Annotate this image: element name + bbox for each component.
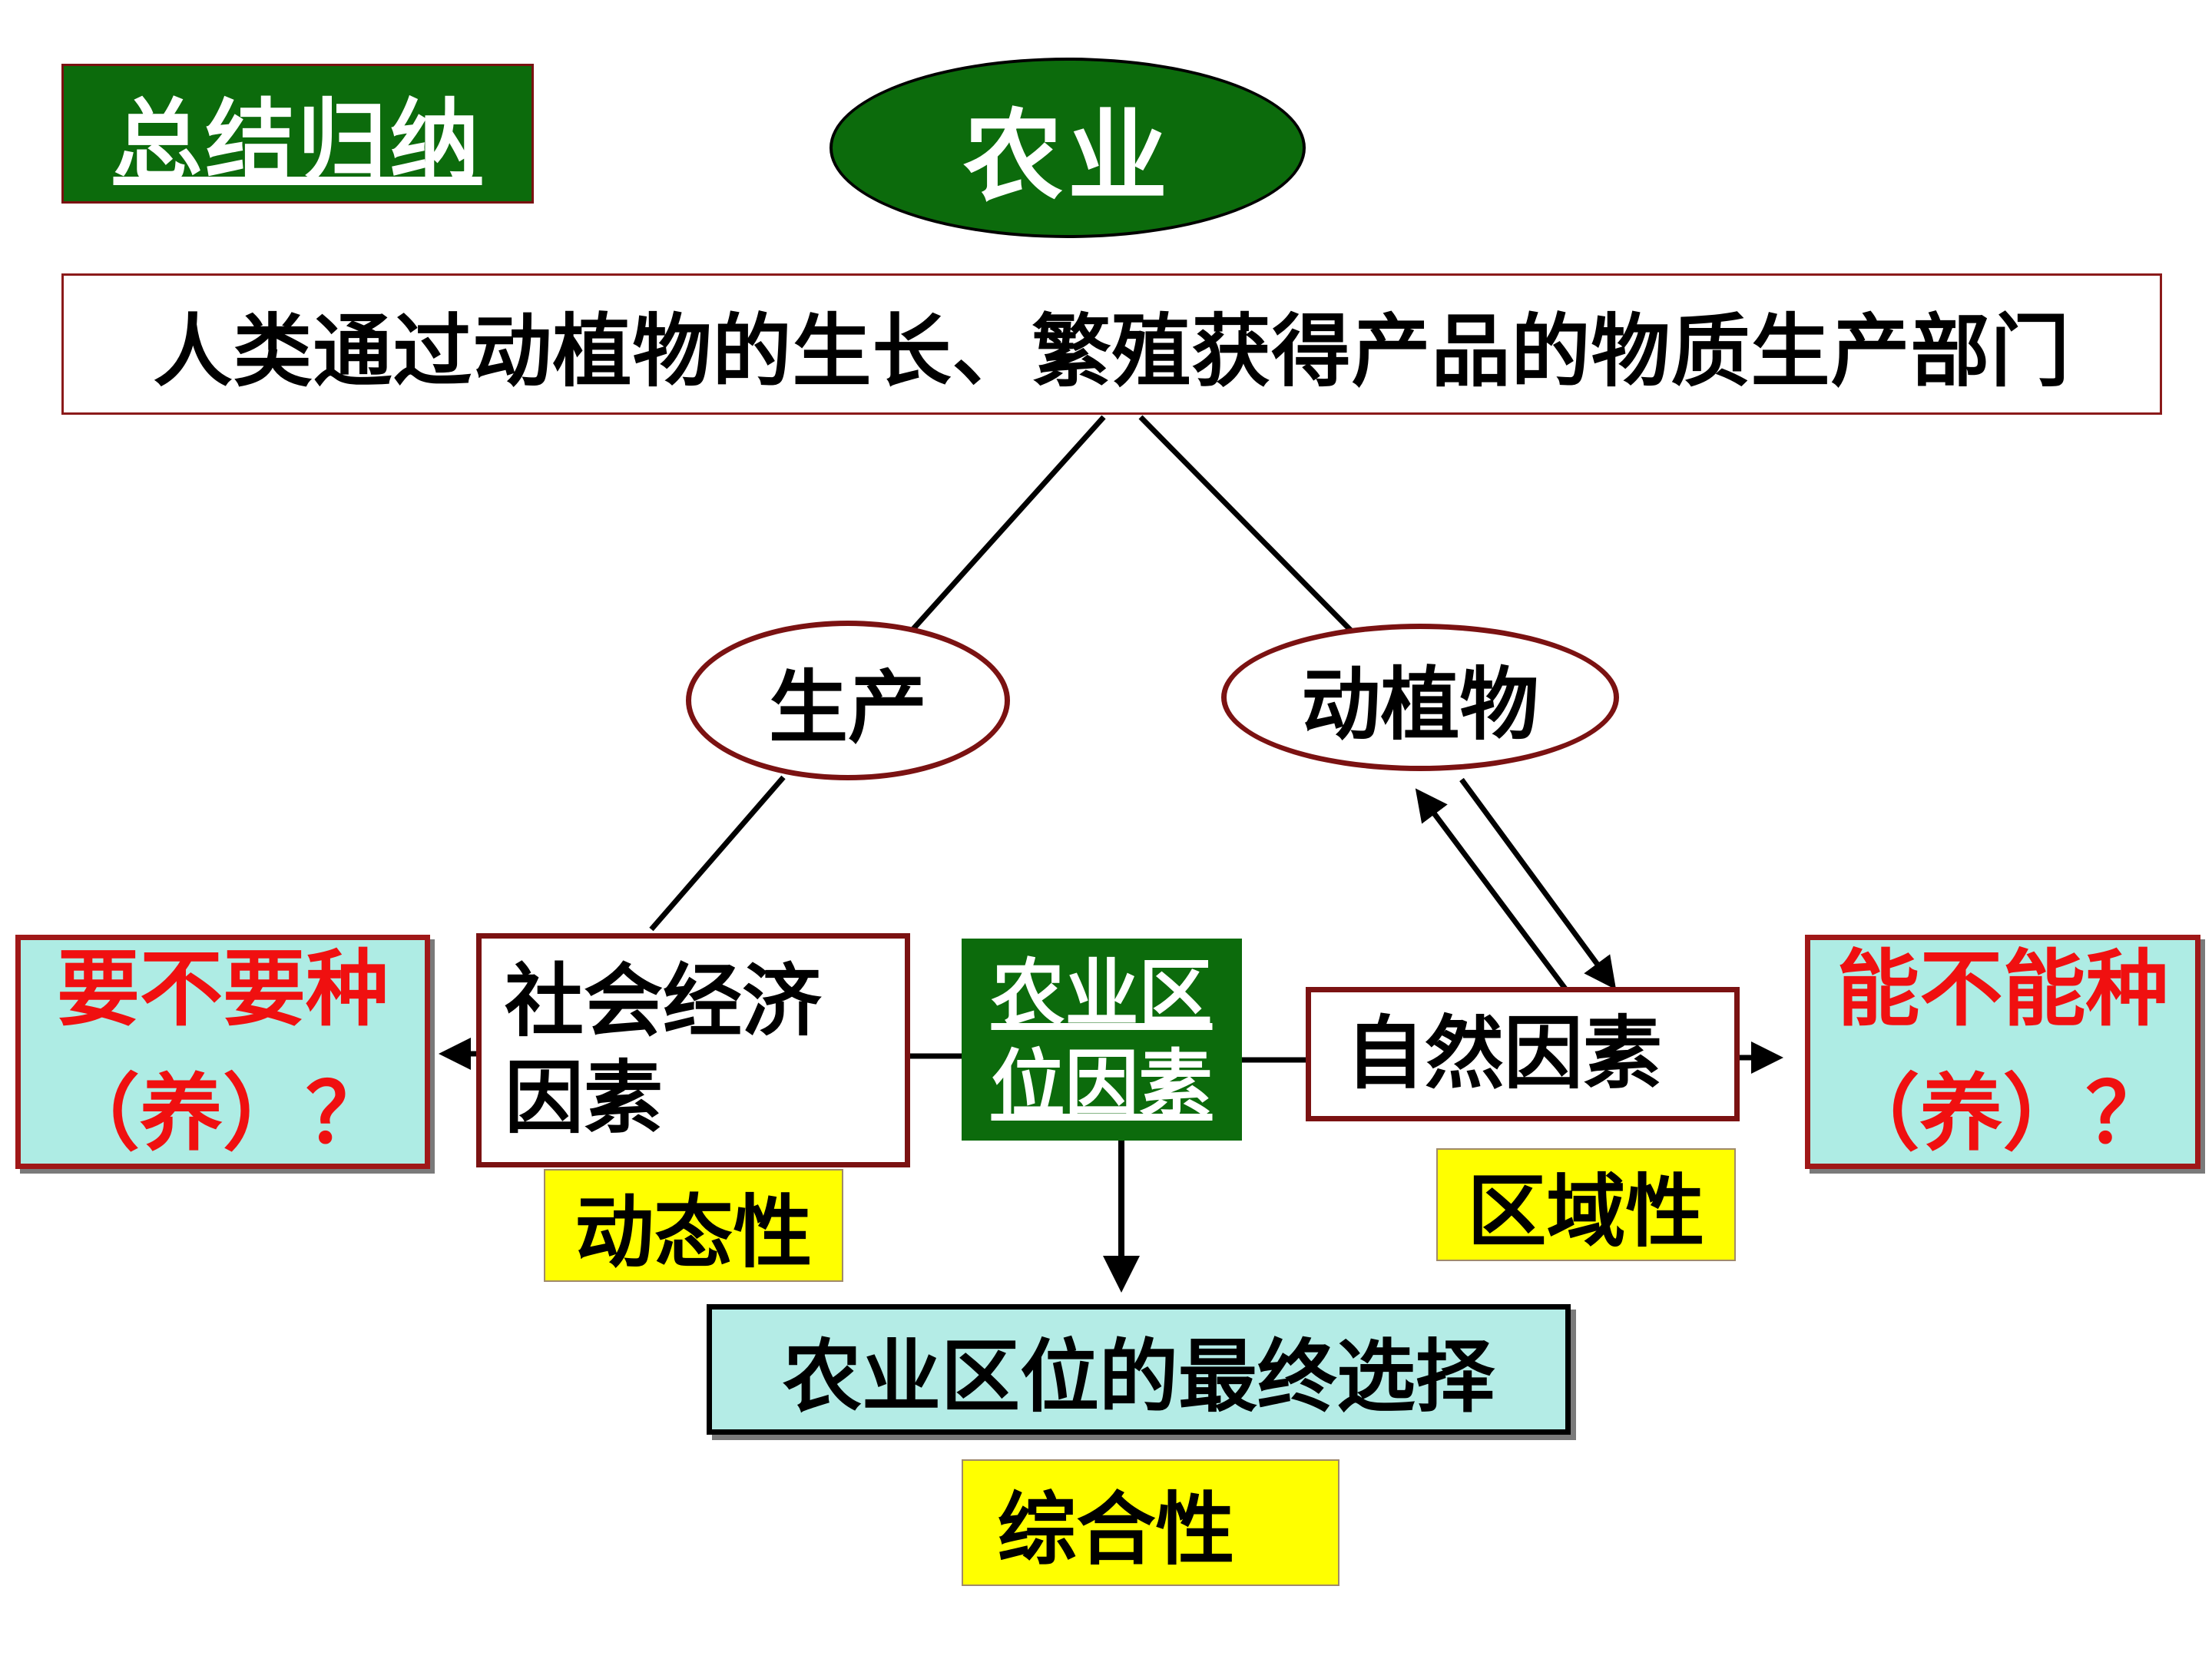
dynamic-property-tag: 动态性 [544,1169,843,1282]
organisms-node: 动植物 [1221,624,1619,771]
production-node: 生产 [686,621,1010,780]
question-right-line1: 能不能种 [1836,941,2169,1038]
summary-label: 总结归纳 [61,64,534,204]
location-factors-line1: 农业区 [991,951,1213,1038]
comprehensive-property-tag: 综合性 [962,1459,1339,1586]
question-box-right: 能不能种 （养）？ [1805,935,2200,1169]
line-definition-to-organisms [1138,415,1354,634]
question-right-line2: （养）？ [1836,1065,2169,1162]
definition-box: 人类通过动植物的生长、繁殖获得产品的物质生产部门 [61,273,2162,415]
question-box-left: 要不要种 （养）？ [15,935,430,1169]
social-factors-line1: 社会经济 [505,955,821,1048]
arrow-natural-to-organisms [1415,788,1569,993]
arrow-organisms-to-natural [1459,777,1617,990]
regional-property-tag: 区域性 [1436,1148,1736,1261]
line-definition-to-production [910,415,1106,632]
social-factors-line2: 因素 [505,1051,663,1144]
question-left-line2: （养）？ [56,1065,389,1162]
location-factors-line2: 位因素 [991,1041,1213,1128]
location-factors-box: 农业区 位因素 [962,939,1242,1141]
social-economic-factors-box: 社会经济 因素 [476,933,910,1167]
natural-factors-label: 自然因素 [1346,1007,1662,1100]
title-node: 农业 [830,58,1306,238]
question-left-line1: 要不要种 [56,941,389,1038]
line-production-to-social [649,775,786,932]
final-choice-box: 农业区位的最终选择 [707,1304,1571,1435]
natural-factors-box: 自然因素 [1306,987,1740,1121]
